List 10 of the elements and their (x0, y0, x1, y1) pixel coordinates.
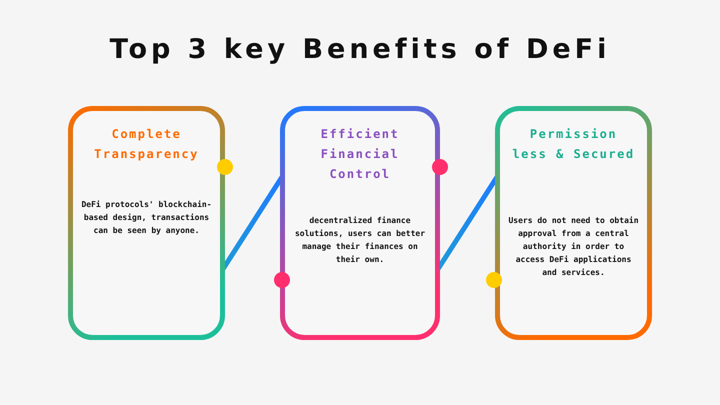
card-text: Users do not need to obtain approval from a central authority in order to access DeFi applications and services. (507, 215, 640, 279)
card (495, 106, 652, 340)
card-text: decentralized finance solutions, users can better manage their finances on their own. (294, 215, 426, 266)
card-text: DeFi protocols' blockchain-based design, transactions can be seen by anyone. (80, 199, 213, 237)
card (280, 106, 440, 340)
card (68, 106, 225, 340)
title: Top 3 key Benefits of DeFi (108, 34, 612, 65)
card-heading: Permission less & Secured (511, 126, 636, 163)
card-heading: Complete Transparency (93, 126, 200, 163)
card-heading: Efficient Financial Control (320, 126, 400, 183)
